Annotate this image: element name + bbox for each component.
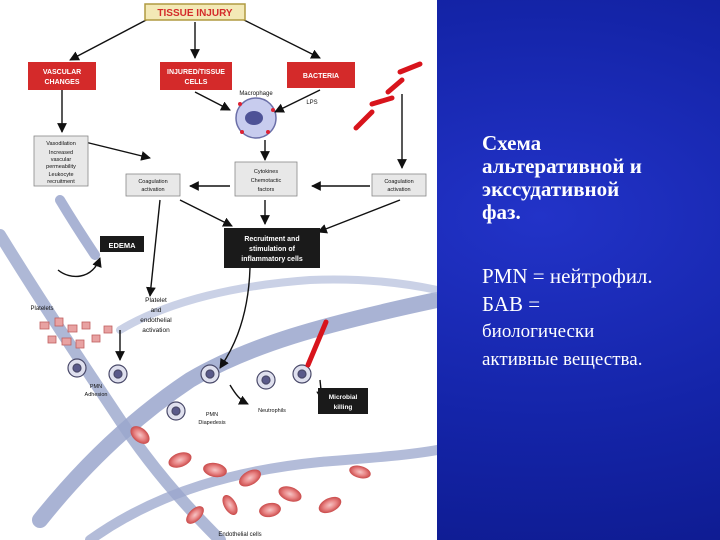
pmn-diapedesis-text: PMN Diapedesis xyxy=(198,412,225,426)
vascular-effects-line3: vascular xyxy=(51,157,72,163)
edema-label: EDEMA xyxy=(108,241,136,250)
platelet-activation-line2: and xyxy=(151,307,162,314)
tissue-injury-box: TISSUE INJURY xyxy=(144,3,246,21)
platelet-activation-line1: Platelet xyxy=(145,297,167,304)
macrophage-cell xyxy=(235,97,277,139)
cytokines-line3: factors xyxy=(258,187,275,193)
vascular-effects-line5: Leukocyte xyxy=(48,172,73,178)
vascular-effects-line2: Increased xyxy=(49,150,73,156)
platelets-label: Platelets xyxy=(30,306,53,312)
coag-left-line1: Coagulation xyxy=(138,179,167,185)
caption-body-line: PMN = нейтрофил. xyxy=(482,264,653,288)
platelet-activation-text: Platelet and endothelial activation xyxy=(140,297,172,334)
pmn-adhesion-line1: PMN xyxy=(90,384,102,390)
cytokines-line2: Chemotactic xyxy=(251,178,282,184)
caption-title-line: фаз. xyxy=(482,200,521,224)
recruitment-line2: stimulation of xyxy=(249,246,296,253)
injured-cells-line2: CELLS xyxy=(185,79,208,86)
cytokines-box: Cytokines Chemotactic factors xyxy=(234,161,298,197)
microbial-killing-line1: Microbial xyxy=(329,394,358,401)
bacteria-box: BACTERIA xyxy=(287,62,355,88)
bacteria-label: BACTERIA xyxy=(303,73,339,80)
neutrophils-label: Neutrophils xyxy=(258,408,286,414)
microbial-killing-line2: killing xyxy=(334,404,353,411)
inflammation-diagram-panel: TISSUE INJURY VASCULAR CHANGES INJURED/T… xyxy=(0,0,437,540)
vascular-changes-box: VASCULAR CHANGES xyxy=(28,62,96,90)
vascular-changes-line1: VASCULAR xyxy=(43,69,81,76)
inflammation-diagram: TISSUE INJURY VASCULAR CHANGES INJURED/T… xyxy=(0,3,437,540)
pmn-adhesion-line2: Adhesion xyxy=(85,392,108,398)
caption-title-line: альтеративной и xyxy=(482,154,642,178)
flow-arrows xyxy=(57,17,407,405)
recruitment-line1: Recruitment and xyxy=(244,236,299,243)
caption-title-line: экссудативной xyxy=(482,177,620,201)
slide-caption: Схема альтеративной и экссудативной фаз.… xyxy=(482,132,718,374)
injured-cells-line1: INJURED/TISSUE xyxy=(167,69,225,76)
pmn-diapedesis-line2: Diapedesis xyxy=(198,420,225,426)
pmn-adhesion-text: PMN Adhesion xyxy=(85,384,108,398)
platelet-activation-line3: endothelial xyxy=(140,317,172,324)
caption-body-line: активные вещества. xyxy=(482,349,643,370)
coag-left-line2: activation xyxy=(141,187,164,193)
recruitment-box: Recruitment and stimulation of inflammat… xyxy=(224,228,320,268)
tissue-injury-label: TISSUE INJURY xyxy=(157,8,233,19)
platelet-activation-line4: activation xyxy=(142,327,170,334)
edema-box: EDEMA xyxy=(100,236,144,252)
vascular-effects-line6: recruitment xyxy=(47,179,75,185)
vascular-effects-line1: Vasodilation xyxy=(46,141,76,147)
coag-right-line1: Coagulation xyxy=(384,179,413,185)
coagulation-right-box: Coagulation activation xyxy=(371,173,427,197)
blood-vessel xyxy=(0,195,437,540)
microbial-killing-box: Microbial killing xyxy=(318,388,368,414)
coag-right-line2: activation xyxy=(387,187,410,193)
vascular-effects-line4: permeability xyxy=(46,164,76,170)
endothelial-cells-label: Endothelial cells xyxy=(218,532,261,538)
caption-title: Схема альтеративной и экссудативной фаз. xyxy=(482,132,718,224)
injured-cells-box: INJURED/TISSUE CELLS xyxy=(160,62,232,90)
vascular-effects-box: Vasodilation Increased vascular permeabi… xyxy=(33,135,89,187)
macrophage-label: Macrophage xyxy=(239,91,273,97)
pmn-diapedesis-line1: PMN xyxy=(206,412,218,418)
caption-body-line: БАВ = xyxy=(482,292,541,316)
platelets-cluster xyxy=(39,317,113,349)
recruitment-line3: inflammatory cells xyxy=(241,256,303,263)
cytokines-line1: Cytokines xyxy=(254,169,278,175)
neutrophils-cells xyxy=(67,358,312,421)
caption-body-line: биологически xyxy=(482,321,595,342)
caption-title-line: Схема xyxy=(482,131,542,155)
bacteria-rods xyxy=(305,61,423,368)
red-blood-cells xyxy=(130,426,371,524)
caption-body: PMN = нейтрофил. БАВ = биологически акти… xyxy=(482,262,718,374)
coagulation-left-box: Coagulation activation xyxy=(125,173,181,197)
lps-label: LPS xyxy=(306,100,317,106)
vascular-changes-line2: CHANGES xyxy=(44,79,79,86)
